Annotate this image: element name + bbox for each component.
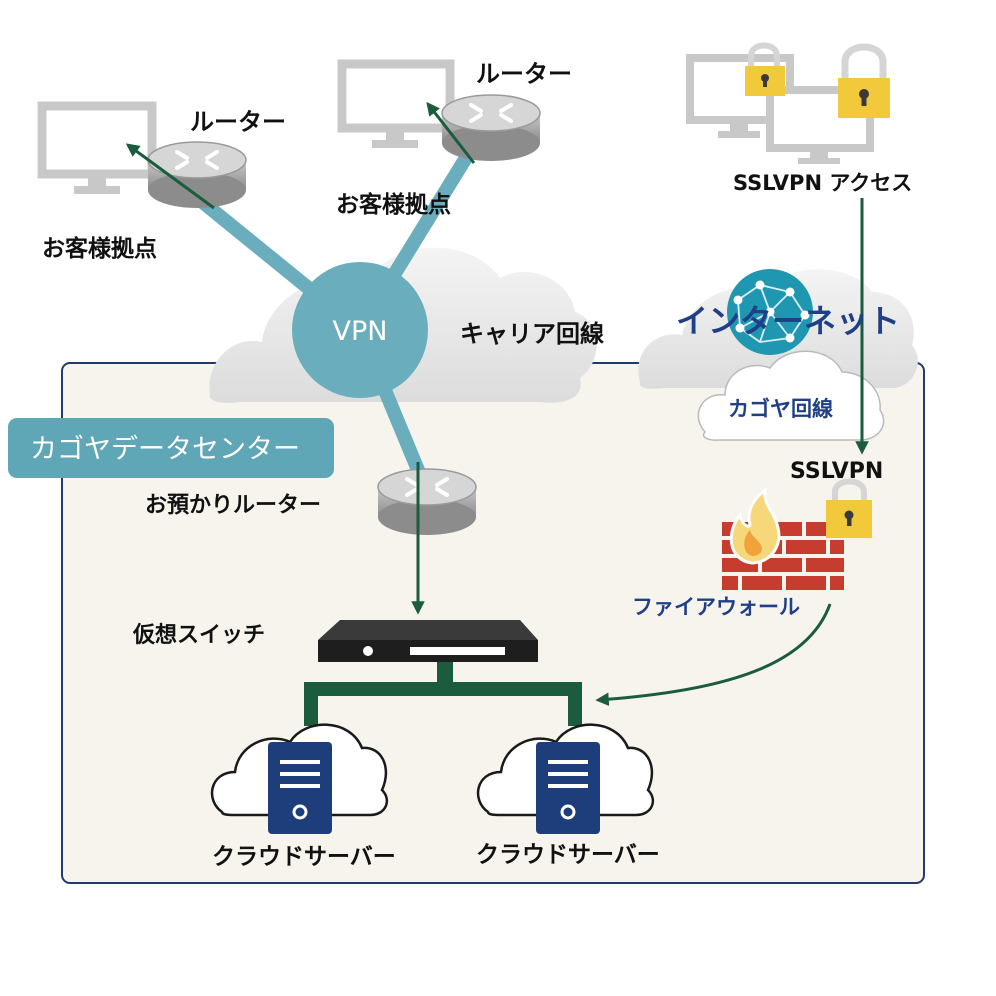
lock-icon — [826, 478, 872, 538]
vpn-node — [292, 262, 428, 398]
monitor-icon — [337, 59, 455, 148]
vpn-label: VPN — [333, 316, 388, 347]
arrow-to-site-left — [125, 143, 215, 210]
arrow-firewall-to-servers — [595, 603, 832, 706]
cloud-server-label-left: クラウドサーバー — [212, 844, 396, 870]
lock-icon — [745, 42, 785, 96]
sslvpn-access-label: SSLVPN アクセス — [733, 171, 912, 195]
switch-icon — [318, 620, 538, 662]
firewall-label: ファイアウォール — [632, 595, 800, 619]
virtual-switch-label: 仮想スイッチ — [132, 623, 265, 648]
router-icon — [377, 468, 477, 535]
monitor-icon — [766, 86, 874, 164]
arrow-to-site-mid — [426, 101, 476, 164]
switch-links — [304, 662, 582, 726]
lock-icon — [838, 43, 890, 118]
kagoya-line-cloud — [697, 350, 885, 441]
router-icon — [147, 141, 247, 208]
globe-icon — [727, 269, 813, 355]
carrier-line-label: キャリア回線 — [460, 320, 604, 348]
kagoya-line-label: カゴヤ回線 — [728, 397, 833, 421]
datacenter-badge — [8, 418, 334, 478]
site-label-left: お客様拠点 — [42, 235, 157, 262]
router-icon — [441, 94, 541, 161]
cloud-server-label-right: クラウドサーバー — [476, 842, 660, 868]
internet-label: インターネット — [676, 302, 900, 340]
monitor-icon — [37, 101, 157, 194]
server-icon — [536, 742, 600, 834]
router-label-mid: ルーター — [476, 60, 572, 88]
router-label-left: ルーター — [190, 108, 286, 136]
sslvpn-label: SSLVPN — [790, 459, 883, 484]
server-icon — [268, 742, 332, 834]
datacenter-label: カゴヤデータセンター — [30, 434, 300, 465]
site-label-mid: お客様拠点 — [336, 191, 451, 218]
deposit-router-label: お預かりルーター — [145, 493, 321, 518]
flame-icon — [729, 486, 781, 565]
